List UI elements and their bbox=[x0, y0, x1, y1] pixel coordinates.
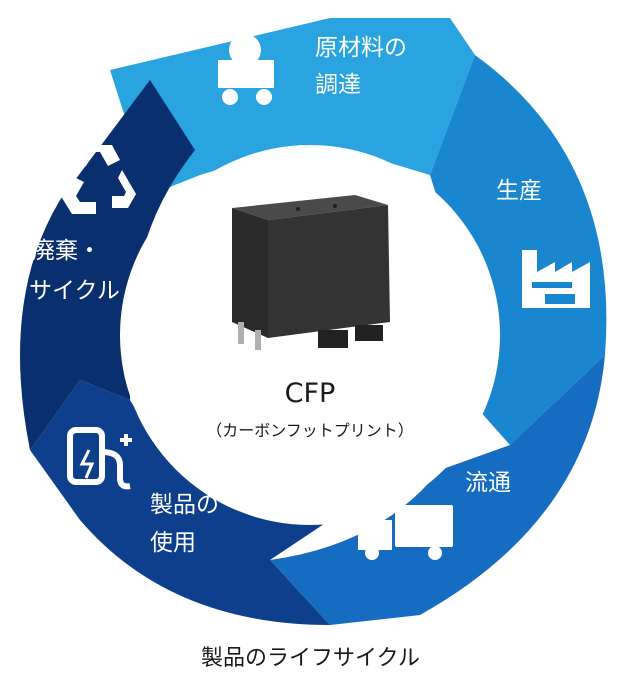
center-title: CFP bbox=[285, 378, 336, 409]
stage-label-use-2: 使用 bbox=[150, 530, 196, 556]
center-circle bbox=[120, 145, 500, 525]
mine-cart-icon bbox=[218, 34, 274, 105]
stage-label-distribution: 流通 bbox=[465, 470, 511, 496]
factory-icon bbox=[522, 250, 590, 308]
diagram-caption: 製品のライフサイクル bbox=[201, 646, 420, 671]
stage-label-recycle-1: 廃棄・ bbox=[32, 238, 101, 264]
stage-label-recycle-2: リサイクル bbox=[6, 278, 120, 304]
stage-segment-distribution bbox=[270, 355, 605, 625]
stage-label-procurement-1: 原材料の bbox=[315, 35, 407, 61]
center-subtitle: （カーボンフットプリント） bbox=[206, 421, 414, 440]
relay-product-image bbox=[232, 195, 390, 350]
truck-icon bbox=[358, 505, 453, 560]
stage-label-use-1: 製品の bbox=[150, 492, 219, 518]
recycle-icon bbox=[62, 145, 136, 214]
ev-charger-icon bbox=[67, 427, 132, 490]
stage-segment-procurement bbox=[110, 18, 475, 195]
stage-label-production: 生産 bbox=[496, 178, 542, 204]
stage-label-procurement-2: 調達 bbox=[315, 72, 361, 98]
stage-segment-recycle bbox=[20, 80, 195, 450]
